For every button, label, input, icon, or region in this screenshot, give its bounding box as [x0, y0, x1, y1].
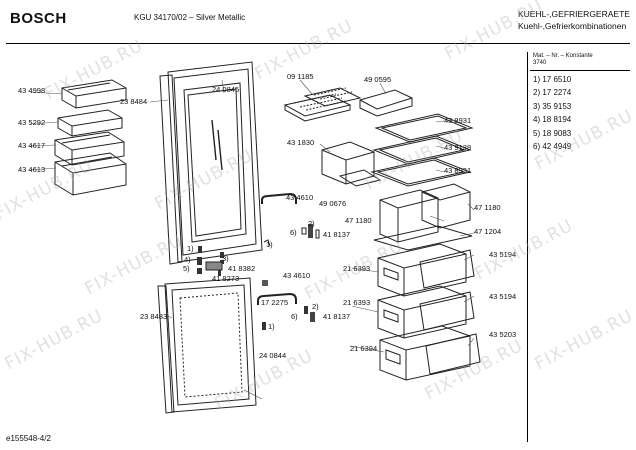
- part-label: 43 4617: [18, 141, 46, 150]
- part-label: 49 0676: [319, 199, 347, 208]
- part-label: 47 1180: [474, 203, 501, 212]
- part-label: 43 8931: [444, 116, 472, 125]
- callout-label: 5): [183, 264, 190, 273]
- brand-logo: BOSCH: [10, 10, 67, 27]
- callout-label: 2): [308, 219, 315, 228]
- drawer-front-2: [419, 291, 475, 331]
- door-shelf-3: [54, 131, 125, 166]
- header: BOSCH KGU 34170/02 – Silver Metallic KUE…: [0, 0, 636, 44]
- freezer-drawer-3: [379, 325, 471, 381]
- handle-lower: [257, 292, 297, 302]
- part-label: 21 6393: [343, 264, 371, 273]
- part-label: 43 4613: [18, 165, 46, 174]
- legend-header-line-1: Mat. – Nr. – Konstante: [533, 53, 593, 59]
- callout-label: 4): [184, 255, 191, 264]
- part-label: 43 5203: [489, 330, 517, 339]
- part-label: 43 5194: [489, 292, 517, 301]
- part-label: 24 0844: [259, 351, 287, 360]
- glass-shelf-2: [372, 135, 472, 165]
- handle-upper: [261, 192, 297, 201]
- drawer-front-1: [419, 249, 475, 289]
- part-label: 41 8382: [228, 264, 256, 273]
- butter-lid: [338, 169, 382, 187]
- hinge-parts-lower: [262, 280, 315, 330]
- butter-compartment: [321, 141, 375, 185]
- part-label: 43 9138: [444, 143, 472, 152]
- ice-trays: [283, 87, 362, 122]
- leader-lines: [29, 79, 475, 400]
- part-label: 47 1204: [474, 227, 502, 236]
- part-label: 43 1830: [287, 138, 315, 147]
- legend-item: 5) 18 9083: [533, 128, 572, 138]
- part-label: 43 8931: [444, 166, 472, 175]
- door-shelf-top: [61, 79, 127, 109]
- freezer-door: [157, 277, 257, 414]
- legend-item: 1) 17 6510: [533, 75, 572, 84]
- hinge-parts-middle: [197, 246, 224, 276]
- part-label: 17 2275: [261, 298, 289, 307]
- callout-label: 3): [222, 254, 229, 263]
- category-line-2: Kuehl-,Gefrierkombinationen: [518, 21, 627, 31]
- crisper-cover: [373, 225, 473, 251]
- crisper-drawer-right: [421, 183, 471, 229]
- callout-label: 1): [268, 322, 275, 331]
- crisper-drawer-left: [379, 189, 439, 243]
- part-label: 47 1180: [345, 216, 372, 225]
- door-shelf-2: [57, 109, 123, 137]
- part-label: 43 4610: [283, 271, 311, 280]
- legend-header: Mat. – Nr. – Konstante 3740: [533, 53, 593, 67]
- hinge-parts-upper: [263, 224, 320, 247]
- part-label: 43 4610: [286, 193, 314, 202]
- legend-item: 4) 18 8194: [533, 115, 572, 125]
- part-label: 21 6394: [350, 344, 378, 353]
- freezer-drawer-1: [377, 243, 467, 297]
- part-label: 23 8483: [140, 312, 168, 321]
- callout-label: 2): [312, 302, 319, 311]
- part-label: 41 8137: [323, 230, 351, 239]
- drawer-front-3: [425, 333, 481, 375]
- callout-label: 1): [266, 240, 273, 249]
- legend-item: 3) 35 9153: [533, 101, 572, 111]
- legend-list: 1) 17 6510 2) 17 2274 3) 35 9153 4) 18 8…: [533, 73, 571, 153]
- part-label: 24 0845: [212, 85, 240, 94]
- part-label: 49 0595: [364, 75, 392, 84]
- legend-header-line-2: 3740: [533, 60, 547, 66]
- egg-tray: [359, 89, 413, 117]
- diagram-reference: e155548-4/2: [6, 434, 51, 443]
- fridge-door-gasket: [167, 61, 263, 263]
- part-label: 41 8273: [212, 274, 240, 283]
- part-label: 23 8484: [120, 97, 148, 106]
- glass-shelf-3: [370, 157, 472, 187]
- door-shelf-bottom: [54, 152, 127, 196]
- callout-label: 1): [187, 244, 194, 253]
- part-label: 09 1185: [287, 72, 314, 81]
- part-label: 21 6393: [343, 298, 371, 307]
- legend-separator: [530, 70, 630, 71]
- part-label: 43 5194: [489, 250, 517, 259]
- legend-item: 2) 17 2274: [533, 88, 572, 98]
- part-label: 43 5292: [18, 118, 46, 127]
- legend-divider: [527, 52, 528, 442]
- model-title: KGU 34170/02 – Silver Metallic: [134, 13, 246, 22]
- category-line-1: KUEHL-,GEFRIERGERAETE: [518, 9, 630, 19]
- callout-label: 6): [291, 312, 298, 321]
- glass-shelf-1: [374, 113, 474, 143]
- part-label: 41 8137: [323, 312, 351, 321]
- freezer-drawer-2: [377, 285, 467, 339]
- part-label: 43 4998: [18, 86, 46, 95]
- fridge-door-liner: [159, 74, 183, 265]
- header-divider: [6, 43, 630, 44]
- callout-label: 6): [290, 228, 297, 237]
- legend-item: 6) 42 4949: [533, 141, 572, 151]
